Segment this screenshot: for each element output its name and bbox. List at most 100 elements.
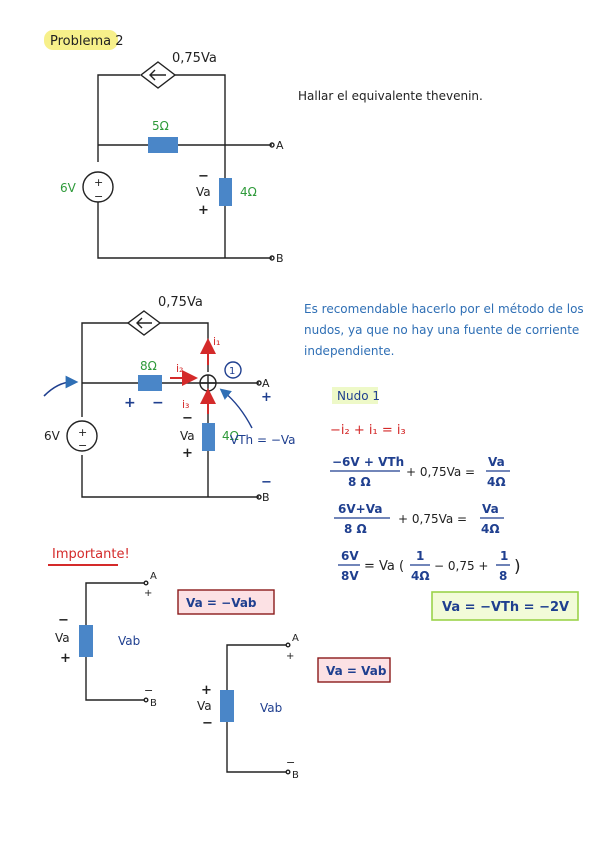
eq4-f2n: 1 — [500, 549, 508, 563]
note-line-3: independiente. — [304, 344, 394, 358]
result-text: Va = −VTh = −2V — [442, 600, 569, 615]
eq4-f1d: 4Ω — [411, 569, 430, 583]
eq4-f1n: 1 — [416, 549, 424, 563]
imp1-b: B — [150, 698, 157, 709]
note-line-1: Es recomendable hacerlo por el método de… — [304, 302, 584, 316]
eq3-num: 6V+Va — [338, 502, 382, 516]
voltage-source — [82, 171, 114, 203]
eq2-den: 8 Ω — [348, 475, 371, 489]
dependent-source-diamond — [139, 61, 177, 89]
eq2-rden: 4Ω — [487, 475, 506, 489]
imp2-a: A — [292, 633, 299, 644]
i2-label: i₂ — [176, 362, 183, 375]
eq2-mid: + 0,75Va = — [406, 465, 475, 479]
node-1-label: 1 — [229, 366, 235, 377]
node-1-marker — [224, 361, 242, 379]
resistor-4ohm — [219, 178, 232, 206]
important-resistor-2 — [220, 690, 234, 722]
c2-source-label: 6V — [44, 429, 61, 443]
eq3-rnum: Va — [482, 502, 499, 516]
imp2-a-plus: + — [286, 651, 294, 662]
eq4-close: ) — [514, 557, 521, 577]
imp2-minus: − — [202, 716, 213, 731]
eq3-den: 8 Ω — [344, 522, 367, 536]
c1-va-minus: − — [198, 169, 209, 184]
note-line-2: nudos, ya que no hay una fuente de corri… — [304, 323, 579, 337]
imp2-b-minus: − — [286, 756, 295, 769]
imp2-va: Va — [197, 699, 212, 713]
vth-eq: VTh = −Va — [230, 433, 296, 447]
eq4-mid: − 0,75 + — [434, 559, 488, 573]
imp1-vab: Vab — [118, 634, 140, 648]
imp1-a-plus: + — [144, 588, 152, 599]
c1-terminal-a: A — [276, 139, 284, 152]
c2-terminal-a: A — [262, 377, 270, 390]
result-box — [431, 591, 579, 621]
imp2-vab: Vab — [260, 701, 282, 715]
i3-label: i₃ — [182, 398, 189, 411]
imp2-b: B — [292, 770, 299, 781]
c1-r-right-label: 4Ω — [240, 185, 257, 199]
page-title: Problema 2 — [50, 34, 124, 49]
box-va-vab — [317, 657, 391, 683]
nudo-heading: Nudo 1 — [337, 389, 380, 403]
c2-r8-plus: + — [124, 395, 136, 411]
c1-va-label: Va — [196, 185, 211, 199]
c2-source-arrow — [43, 375, 79, 397]
c2-a-plus: + — [261, 390, 272, 405]
c2-r8-minus: − — [152, 395, 164, 411]
title-highlight — [44, 30, 118, 50]
eq3-rden: 4Ω — [481, 522, 500, 536]
nudo-highlight — [332, 387, 378, 404]
c1-r-top-label: 5Ω — [152, 119, 169, 133]
c2-va-minus: − — [182, 411, 193, 426]
imp1-plus: + — [60, 651, 71, 666]
c2-source-plus: + — [78, 426, 87, 439]
eq4-den: 8V — [341, 569, 359, 583]
c2-voltage-source — [66, 420, 98, 452]
important-diagram-2 — [226, 642, 291, 775]
imp1-a: A — [150, 571, 157, 582]
eq2-num: −6V + VTh — [332, 455, 404, 469]
box1-text: Va = −Vab — [186, 596, 257, 610]
eq4-f2d: 8 — [499, 569, 507, 583]
eq1: −i₂ + i₁ = i₃ — [330, 423, 406, 438]
c1-source-label: 6V — [60, 181, 77, 195]
circuit-1 — [82, 61, 275, 261]
important-resistor-1 — [79, 625, 93, 657]
vth-arrow — [219, 388, 253, 429]
c1-source-minus: − — [94, 190, 103, 203]
c1-dep-label: 0,75Va — [172, 51, 217, 66]
c2-r-mid-label: 8Ω — [140, 359, 157, 373]
resistor-5ohm — [148, 137, 178, 153]
c2-r-right-label: 4Ω — [222, 429, 239, 443]
c1-terminal-b: B — [276, 252, 284, 265]
eq4-body: = Va ( — [364, 559, 404, 574]
c2-dep-label: 0,75Va — [158, 295, 203, 310]
box2-text: Va = Vab — [326, 664, 387, 678]
i1-label: i₁ — [213, 335, 220, 348]
c2-terminal-b: B — [262, 491, 270, 504]
c2-source-minus: − — [78, 439, 87, 452]
eq4-num: 6V — [341, 549, 359, 563]
box-va-neg-vab — [177, 589, 275, 615]
circuit-2 — [66, 310, 262, 500]
imp2-plus: + — [201, 683, 212, 698]
imp1-minus: − — [58, 613, 69, 628]
task-text: Hallar el equivalente thevenin. — [298, 89, 483, 103]
c2-va-plus: + — [182, 446, 193, 461]
imp1-b-minus: − — [144, 684, 153, 697]
important-heading: Importante! — [52, 547, 130, 562]
c2-resistor-8ohm — [138, 375, 162, 391]
c1-source-plus: + — [94, 176, 103, 189]
c1-va-plus: + — [198, 203, 209, 218]
c2-b-minus: − — [261, 475, 272, 490]
c2-va-label: Va — [180, 429, 195, 443]
imp1-va: Va — [55, 631, 70, 645]
important-diagram-1 — [85, 580, 149, 703]
eq3-mid: + 0,75Va = — [398, 512, 467, 526]
c2-dependent-source-diamond — [126, 310, 162, 336]
c2-resistor-4ohm — [202, 423, 215, 451]
eq2-rnum: Va — [488, 455, 505, 469]
